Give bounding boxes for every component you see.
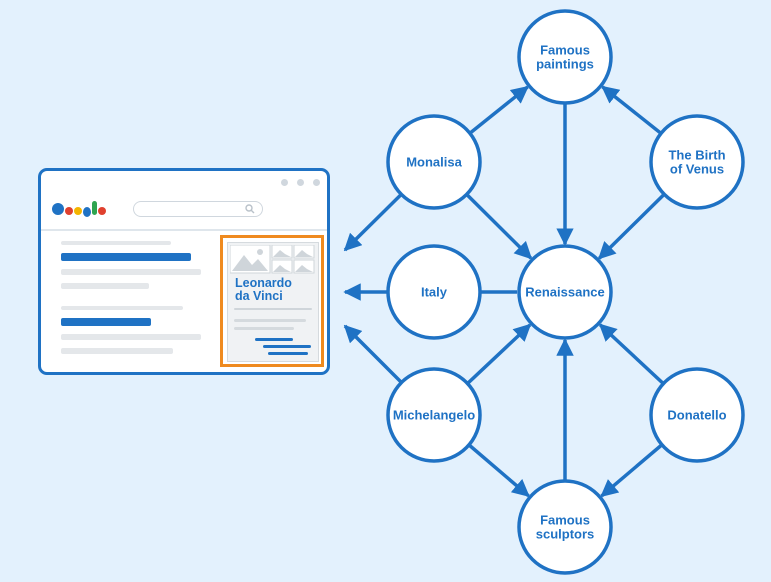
node-circle[interactable]	[517, 244, 613, 340]
result-snippet-line	[61, 241, 171, 245]
node-label: Famous	[540, 513, 590, 528]
result-title-link[interactable]	[61, 253, 191, 261]
node-label: The Birth	[668, 148, 725, 163]
panel-text-line	[234, 327, 294, 330]
node-circle[interactable]	[386, 367, 482, 463]
node-donatello[interactable]: Donatello	[649, 367, 745, 463]
node-monalisa[interactable]: Monalisa	[386, 114, 482, 210]
panel-link-line[interactable]	[263, 345, 311, 348]
node-label: Donatello	[667, 408, 726, 423]
knowledge-panel-title-line: Leonardo	[235, 276, 292, 290]
result-snippet-line	[61, 306, 183, 310]
node-label: Monalisa	[406, 155, 462, 170]
node-circle[interactable]	[386, 244, 482, 340]
node-label: Italy	[421, 285, 448, 300]
result-snippet-line	[61, 283, 149, 289]
panel-text-line	[234, 319, 306, 322]
node-label: of Venus	[670, 162, 724, 177]
node-renaissance[interactable]: Renaissance	[517, 244, 613, 340]
window-dot	[313, 179, 320, 186]
search-icon[interactable]	[245, 204, 255, 214]
edge-michelangelo-to-renaissance	[466, 323, 532, 385]
result-snippet-line	[61, 334, 201, 340]
node-circle[interactable]	[649, 114, 745, 210]
knowledge-panel[interactable]: Leonardo da Vinci	[220, 235, 324, 367]
node-label: Renaissance	[525, 285, 605, 300]
result-snippet-line	[61, 348, 173, 354]
knowledge-panel-title: Leonardo da Vinci	[235, 277, 315, 303]
edge-michelangelo-to-famous-sculptors	[467, 443, 530, 498]
node-michelangelo[interactable]: Michelangelo	[386, 367, 482, 463]
node-label: sculptors	[536, 527, 595, 542]
node-circle[interactable]	[649, 367, 745, 463]
result-snippet-line	[61, 269, 201, 275]
edge-michelangelo-to-browser	[343, 324, 403, 384]
node-label: Famous	[540, 43, 590, 58]
edge-the-birth-of-venus-to-famous-paintings	[601, 85, 663, 135]
edge-monalisa-to-renaissance	[465, 193, 533, 260]
browser-window: Leonardo da Vinci	[38, 168, 330, 375]
image-thumbnails	[230, 245, 315, 274]
browser-title-bar	[41, 171, 327, 193]
node-label: paintings	[536, 57, 594, 72]
divider	[234, 308, 312, 310]
search-header	[41, 193, 327, 231]
edge-monalisa-to-browser	[343, 193, 403, 252]
edge-donatello-to-renaissance	[598, 323, 665, 385]
graph-edges	[343, 85, 666, 498]
knowledge-panel-card: Leonardo da Vinci	[227, 242, 319, 362]
knowledge-panel-title-line: da Vinci	[235, 289, 283, 303]
node-circle[interactable]	[386, 114, 482, 210]
node-circle[interactable]	[517, 479, 613, 575]
node-circle[interactable]	[517, 9, 613, 105]
search-input[interactable]	[133, 201, 263, 217]
edge-monalisa-to-famous-paintings	[468, 85, 529, 135]
window-dot	[297, 179, 304, 186]
window-dot	[281, 179, 288, 186]
result-title-link[interactable]	[61, 318, 151, 326]
panel-link-line[interactable]	[255, 338, 293, 341]
node-italy[interactable]: Italy	[386, 244, 482, 340]
node-label: Michelangelo	[393, 408, 475, 423]
edge-the-birth-of-venus-to-renaissance	[597, 193, 666, 260]
edge-donatello-to-famous-sculptors	[600, 443, 664, 498]
panel-link-line[interactable]	[268, 352, 308, 355]
